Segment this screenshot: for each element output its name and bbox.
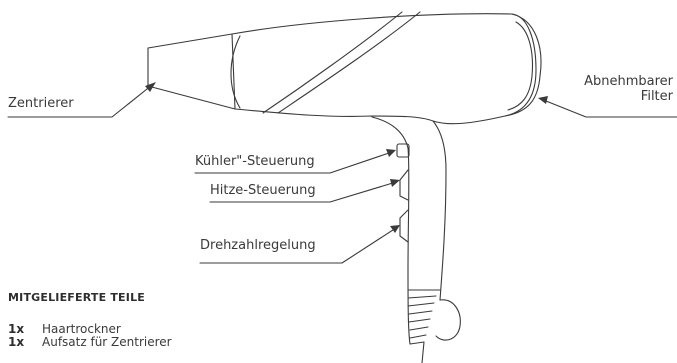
parts-name: Aufsatz für Zentrierer — [42, 335, 172, 349]
arrow-centerer — [145, 82, 156, 92]
parts-title: MITGELIEFERTE TEILE — [8, 291, 145, 304]
cord-guard-5 — [410, 327, 428, 330]
body-stripe-1 — [263, 12, 402, 113]
body-stripe-2 — [278, 12, 420, 113]
label-heat: Hitze-Steuerung — [210, 183, 316, 198]
hanging-loop — [436, 300, 460, 340]
nozzle-outline — [148, 34, 235, 109]
arrow-speed — [390, 225, 400, 233]
parts-qty: 1x — [8, 336, 42, 349]
handle-rear — [433, 121, 446, 300]
parts-name: Haartrockner — [42, 322, 121, 336]
cord-guard-3 — [409, 311, 432, 314]
arrow-filter — [538, 96, 548, 104]
label-filter-line1: Abnehmbarer — [584, 74, 673, 89]
cord-guard-4 — [409, 319, 430, 322]
label-filter: Abnehmbarer Filter — [584, 74, 673, 104]
cord-guard-1 — [408, 296, 436, 298]
arrow-heat — [390, 179, 400, 187]
speed-switch — [400, 210, 408, 242]
label-filter-line2: Filter — [584, 89, 673, 104]
arrow-cool — [386, 149, 396, 157]
cord-guard-2 — [408, 303, 434, 306]
label-speed: Drehzahlregelung — [200, 238, 316, 253]
cord-guard-6 — [410, 335, 426, 338]
cord-end — [410, 342, 424, 363]
label-cool: Kühler"-Steuerung — [195, 154, 315, 169]
label-centerer: Zentrierer — [8, 96, 74, 111]
body-outline — [232, 14, 536, 124]
filter-ring-inner — [508, 22, 532, 110]
heat-switch — [400, 170, 408, 200]
